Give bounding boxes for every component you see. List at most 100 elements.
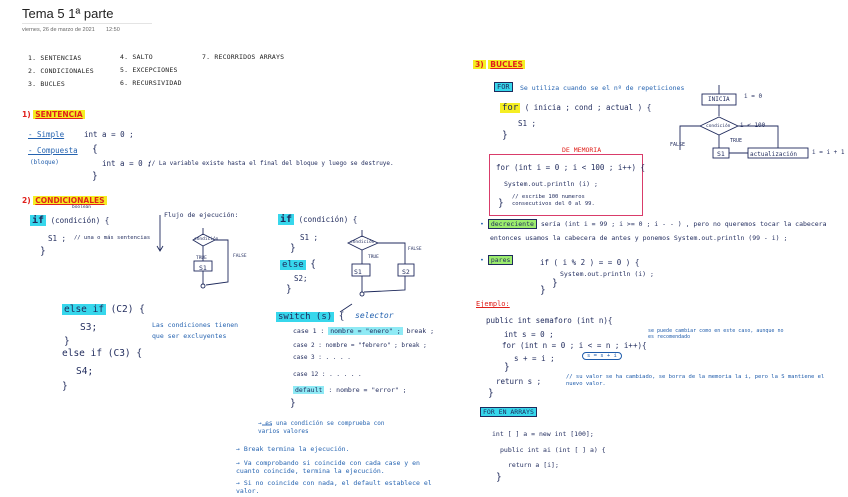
sentencia-number: 1) xyxy=(22,110,31,119)
flow-s1-label: S1 xyxy=(717,150,725,158)
compuesta-close-brace: } xyxy=(92,171,98,182)
flow2-s1-box xyxy=(351,263,371,277)
ejemplo-close: } xyxy=(488,388,494,399)
excl-note-2: que ser excluyentes xyxy=(152,332,227,340)
simple-code: int a = 0 ; xyxy=(84,130,134,139)
if-s1-line: S1 ; xyxy=(48,234,67,243)
index-item-2: 2. CONDICIONALES xyxy=(28,67,94,75)
case-body: . . . . xyxy=(325,354,351,361)
flow-i100-label: i < 100 xyxy=(740,122,766,129)
case-label: case 2 : xyxy=(293,342,322,349)
pares-label: pares xyxy=(487,255,514,265)
bucles-heading-text: BUCLES xyxy=(488,60,525,69)
flow1-diamond xyxy=(192,233,217,247)
index-item-3: 3. BUCLES xyxy=(28,80,66,88)
flow2-s1-label: S1 xyxy=(354,268,362,276)
if-s1-note: // una o más sentencias xyxy=(74,235,151,241)
flow-i0-label: i = 0 xyxy=(744,93,763,100)
flow-false-edge xyxy=(679,125,700,150)
flow-actual-box xyxy=(747,147,809,159)
decreciente-text-2: entonces usamos la cabecera de antes y p… xyxy=(490,234,788,242)
for-header: ( inicia ; cond ; actual ) { xyxy=(524,103,652,112)
flow2-diamond xyxy=(346,235,380,251)
bucles-number: 3) xyxy=(473,60,486,69)
case-break: break ; xyxy=(401,342,427,349)
flow2-s2-label: S2 xyxy=(402,268,410,276)
ejemplo-line-5: } xyxy=(504,362,510,373)
elseif-condition: (C2) { xyxy=(110,304,145,315)
index-item-1: 1. SENTENCIAS xyxy=(28,54,82,62)
page-time: 12:50 xyxy=(106,27,120,33)
switch-note-2: → Break termina la ejecución. xyxy=(236,445,350,453)
flow2-merge xyxy=(361,276,406,293)
memoria-note: // escribe 100 numeros consecutivos del … xyxy=(512,194,595,207)
compuesta-code: int a = 0 ; xyxy=(102,159,152,168)
ejemplo-box: s = s + i xyxy=(582,352,622,360)
compuesta-note: // La variable existe hasta el final del… xyxy=(148,160,394,167)
pares-if: if ( i % 2 ) = = 0 ) { xyxy=(540,258,640,267)
default-label: default xyxy=(293,386,325,394)
switch-note-4: → Si no coincide con nada, el default es… xyxy=(236,479,432,495)
case-label: case 12 : xyxy=(293,371,326,378)
compuesta-open-brace: { xyxy=(92,144,98,155)
excl-note-1: Las condiciones tienen xyxy=(152,321,239,329)
default-row: default : nombre = "error" ; xyxy=(293,386,407,394)
flow1-end xyxy=(200,283,206,289)
sentencia-heading: 1) SENTENCIA xyxy=(22,110,85,119)
else-s2: S2; xyxy=(294,274,308,283)
flow1-s1-label: S1 xyxy=(199,264,207,272)
flow-inicia-label: INICIA xyxy=(708,96,730,103)
arrays-close: } xyxy=(496,472,502,483)
memoria-line-1: for (int i = 0 ; i < 100 ; i++) { xyxy=(496,163,646,172)
flow1-true-label: TRUE xyxy=(196,256,207,261)
else-close: } xyxy=(286,284,292,295)
for-keyword-box: FOR xyxy=(494,82,513,92)
flow1-cond-label: condición xyxy=(194,237,219,242)
switch-close: } xyxy=(290,398,296,409)
if-condition: (condición) { xyxy=(50,216,110,225)
case-break: break ; xyxy=(406,327,435,335)
case-row: case 1 : nombre = "enero" ; break ; xyxy=(293,327,434,335)
for-close: } xyxy=(502,130,508,141)
switch-note-1: → es una condición se comprueba con vari… xyxy=(258,420,385,435)
case-row: case 12 : . . . . . xyxy=(293,371,362,378)
ejemplo-line-2: int s = 0 ; xyxy=(504,330,554,339)
condicionales-number: 2) xyxy=(22,196,31,205)
if2-s1: S1 ; xyxy=(300,233,319,242)
arrays-line-2: public int ai (int [ ] a) { xyxy=(500,446,606,454)
memoria-title: DE MEMORIA xyxy=(562,146,602,154)
ejemplo-label: Ejemplo: xyxy=(476,300,510,308)
else-keyword: else xyxy=(280,260,306,270)
for-body: S1 ; xyxy=(518,119,537,128)
if-close-brace: } xyxy=(40,246,46,257)
elseif2-statement: else if (C3) { xyxy=(62,348,143,359)
if2-statement: if (condición) { xyxy=(278,214,357,225)
for-label: FOR xyxy=(494,82,513,92)
case-row: case 3 : . . . . xyxy=(293,354,351,361)
arrays-line-3: return a [i]; xyxy=(508,461,559,469)
flow-inc-label: i = i + 1 xyxy=(812,149,845,156)
case-body: nombre = "febrero" ; xyxy=(325,342,398,349)
flow1-false-label: FALSE xyxy=(233,254,247,259)
arrays-label: FOR EN ARRAYS xyxy=(480,407,537,417)
flow-s1-box xyxy=(712,147,730,159)
flow2-false-edge xyxy=(378,242,406,264)
switch-keyword: switch (s) xyxy=(276,312,335,322)
flow2-true-label: TRUE xyxy=(368,255,379,260)
flow1-false-edge xyxy=(205,239,229,286)
for-statement: for ( inicia ; cond ; actual ) { xyxy=(500,103,651,113)
flow-actual-label: actualización xyxy=(750,151,797,158)
ejemplo-line-1: public int semaforo (int n){ xyxy=(486,316,613,325)
bloque-label: (bloque) xyxy=(30,159,59,166)
elseif-statement: else if (C2) { xyxy=(62,304,145,315)
ejemplo-line-3: for (int n = 0 ; i < = n ; i++){ xyxy=(502,341,647,350)
flow-cond-label: condición xyxy=(706,124,731,129)
flow-true-label: TRUE xyxy=(730,138,743,144)
selector-label: selector xyxy=(355,311,394,320)
simple-label: - Simple xyxy=(28,130,65,139)
ejemplo-note-2: // su valor se ha cambiado, se borra de … xyxy=(566,374,825,387)
case-row: case 2 : nombre = "febrero" ; break ; xyxy=(293,342,427,349)
title-divider xyxy=(22,23,152,24)
flow-inicia-box xyxy=(701,93,737,106)
